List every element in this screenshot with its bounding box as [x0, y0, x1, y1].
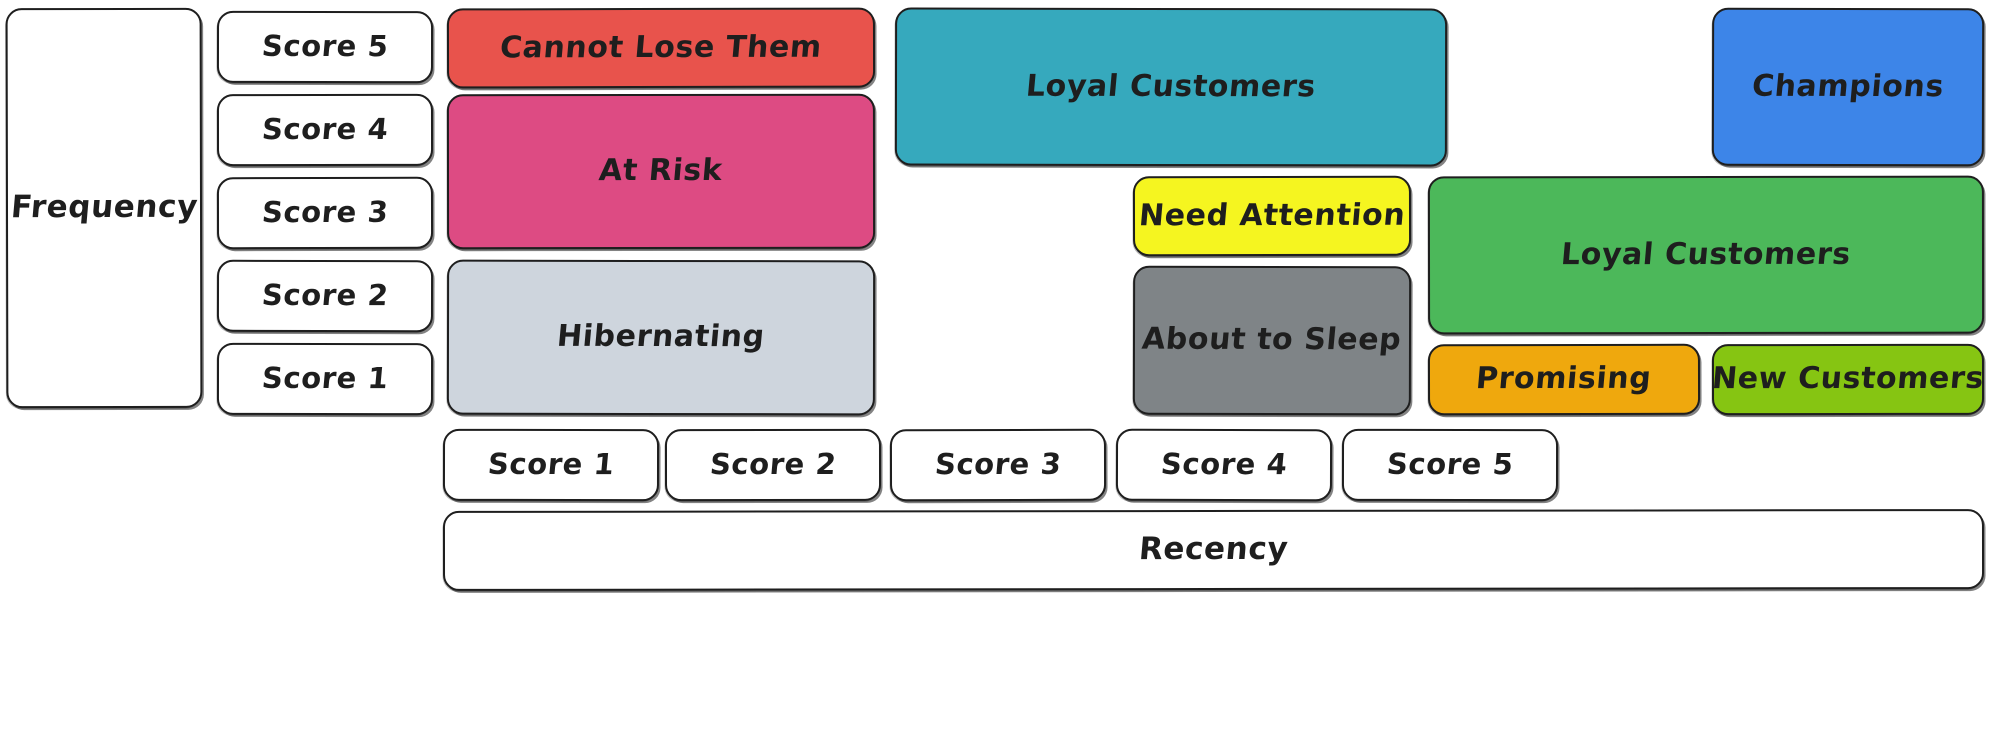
segment-promising[interactable]: Promising [1427, 343, 1701, 416]
recency-score-4-label: Score 4 [1159, 447, 1289, 482]
segment-about-to-sleep[interactable]: About to Sleep [1132, 265, 1412, 416]
recency-score-1[interactable]: Score 1 [442, 428, 660, 502]
recency-axis-label-box: Recency [442, 509, 1985, 591]
segment-loyal-customers-green-label: Loyal Customers [1559, 236, 1853, 272]
recency-axis-label: Recency [1137, 531, 1290, 568]
frequency-score-2[interactable]: Score 2 [216, 259, 434, 333]
segment-new-customers[interactable]: New Customers [1710, 343, 1986, 416]
frequency-score-1[interactable]: Score 1 [216, 342, 434, 416]
segment-at-risk-label: At Risk [597, 153, 725, 189]
frequency-score-3-label: Score 3 [260, 195, 390, 230]
segment-loyal-customers-teal-label: Loyal Customers [1024, 68, 1318, 105]
segment-need-attention[interactable]: Need Attention [1132, 175, 1412, 257]
recency-score-4[interactable]: Score 4 [1115, 428, 1333, 502]
segment-champions[interactable]: Champions [1711, 7, 1985, 167]
frequency-score-1-label: Score 1 [260, 361, 390, 396]
segment-promising-label: Promising [1474, 361, 1654, 397]
recency-score-1-label: Score 1 [486, 447, 616, 482]
segment-champions-label: Champions [1750, 68, 1946, 104]
segment-loyal-customers-green[interactable]: Loyal Customers [1427, 175, 1985, 335]
recency-score-5[interactable]: Score 5 [1341, 428, 1559, 502]
frequency-score-4-label: Score 4 [260, 112, 390, 147]
frequency-axis-label-box: Frequency [5, 7, 203, 409]
frequency-axis-label: Frequency [9, 188, 200, 226]
segment-cannot-lose-them-label: Cannot Lose Them [498, 29, 824, 66]
recency-score-5-label: Score 5 [1385, 447, 1515, 482]
recency-score-2-label: Score 2 [708, 447, 838, 482]
segment-need-attention-label: Need Attention [1137, 197, 1407, 234]
segment-cannot-lose-them[interactable]: Cannot Lose Them [446, 7, 876, 89]
frequency-score-2-label: Score 2 [260, 278, 390, 313]
frequency-score-3[interactable]: Score 3 [216, 176, 434, 250]
segment-about-to-sleep-label: About to Sleep [1140, 321, 1404, 358]
segment-hibernating-label: Hibernating [555, 319, 767, 355]
frequency-score-4[interactable]: Score 4 [216, 93, 434, 167]
frequency-score-5-label: Score 5 [260, 29, 390, 64]
recency-score-2[interactable]: Score 2 [664, 428, 882, 502]
segment-loyal-customers-teal[interactable]: Loyal Customers [894, 7, 1448, 167]
recency-score-3[interactable]: Score 3 [889, 428, 1107, 502]
frequency-score-5[interactable]: Score 5 [216, 10, 434, 84]
recency-score-3-label: Score 3 [933, 447, 1063, 482]
segment-hibernating[interactable]: Hibernating [446, 259, 876, 416]
segment-at-risk[interactable]: At Risk [446, 93, 876, 250]
segment-new-customers-label: New Customers [1710, 361, 1986, 397]
